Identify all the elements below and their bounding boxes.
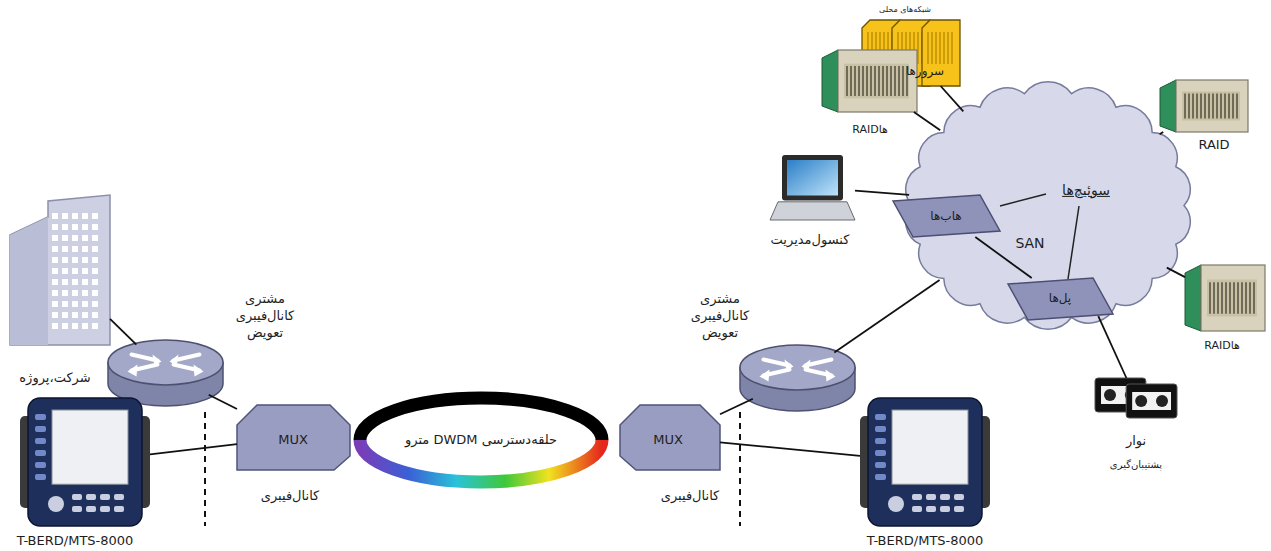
- node-label: MUX: [278, 432, 308, 449]
- cloud-node: سوئیچ‌ها SAN هاب‌ها پل‌ها: [898, 78, 1198, 333]
- raid-shape: [1160, 80, 1248, 132]
- muxl-node: MUX: [237, 405, 350, 470]
- link-line: [855, 191, 909, 195]
- node-label: کنسول‌مدیریت: [771, 232, 850, 249]
- laptop-shape: [770, 155, 855, 220]
- node-label: MUX: [653, 432, 683, 449]
- node-label: هاRAID: [852, 123, 888, 137]
- link-line: [834, 280, 939, 353]
- node-label: مشتری کانال‌فیبری تعویض: [674, 291, 766, 342]
- link-line: [914, 112, 940, 130]
- node-label: سوئیچ‌ها: [1062, 181, 1110, 199]
- link-label: کانال‌فیبری: [261, 488, 320, 505]
- node-label: T-BERD/MTS-8000: [867, 533, 984, 550]
- device-node: T-BERD/MTS-8000: [860, 398, 990, 526]
- link-line: [150, 444, 237, 454]
- raid-node: هاRAID: [822, 50, 917, 112]
- ring-node: حلقه‌دسترسی DWDM مترو: [352, 390, 610, 490]
- node-label: مشتری کانال‌فیبری تعویض: [219, 291, 311, 342]
- node-label: SAN: [1015, 234, 1044, 252]
- router-shape: [108, 340, 223, 406]
- link-line: [941, 86, 964, 111]
- node-label: پشتیبان‌گیری: [1110, 458, 1162, 471]
- node-label: هاب‌ها: [930, 209, 961, 225]
- link-line: [720, 442, 860, 456]
- link-line: [1098, 316, 1126, 378]
- device-shape: [20, 398, 150, 526]
- router-shape: [740, 345, 855, 411]
- device-shape: [860, 398, 990, 526]
- router-node: مشتری کانال‌فیبری تعویض: [108, 340, 223, 406]
- device-node: T-BERD/MTS-8000: [20, 398, 150, 526]
- dashed-divider: [204, 412, 206, 526]
- para-node: هاب‌ها: [893, 195, 1000, 237]
- link-line: [720, 399, 753, 414]
- raid-node: RAID: [1160, 80, 1248, 132]
- node-label: RAID: [1198, 137, 1229, 154]
- raid-shape: [1185, 265, 1265, 331]
- node-label: شرکت،پروژه: [19, 370, 90, 387]
- tape-shape: [1095, 378, 1177, 420]
- leader-line: [1000, 194, 1046, 206]
- node-label: T-BERD/MTS-8000: [17, 533, 134, 550]
- node-label: شبکه‌های محلی: [879, 5, 931, 15]
- leader-line: [1068, 206, 1079, 279]
- dashed-divider: [739, 412, 741, 526]
- node-label: حلقه‌دسترسی DWDM مترو: [405, 432, 557, 449]
- router-node: مشتری کانال‌فیبری تعویض: [740, 345, 855, 411]
- link-line: [209, 395, 237, 409]
- building-shape: [10, 195, 110, 345]
- link-line: [1160, 132, 1164, 134]
- laptop-node: کنسول‌مدیریت: [770, 155, 855, 220]
- muxr-node: MUX: [620, 405, 720, 470]
- node-label: پل‌ها: [1049, 291, 1071, 307]
- link-line: [975, 237, 1031, 278]
- node-label: نوار: [1126, 433, 1146, 450]
- link-line: [1167, 268, 1185, 278]
- link-line: [110, 319, 136, 345]
- tape-node: نوارپشتیبان‌گیری: [1095, 378, 1177, 420]
- raid-shape: [822, 50, 917, 112]
- node-label: سرورها: [906, 64, 944, 80]
- raid-node: هاRAID: [1185, 265, 1265, 331]
- link-label: کانال‌فیبری: [661, 488, 720, 505]
- node-label: هاRAID: [1204, 339, 1240, 353]
- building-node: شرکت،پروژه: [10, 195, 110, 345]
- para-node: پل‌ها: [1008, 278, 1113, 320]
